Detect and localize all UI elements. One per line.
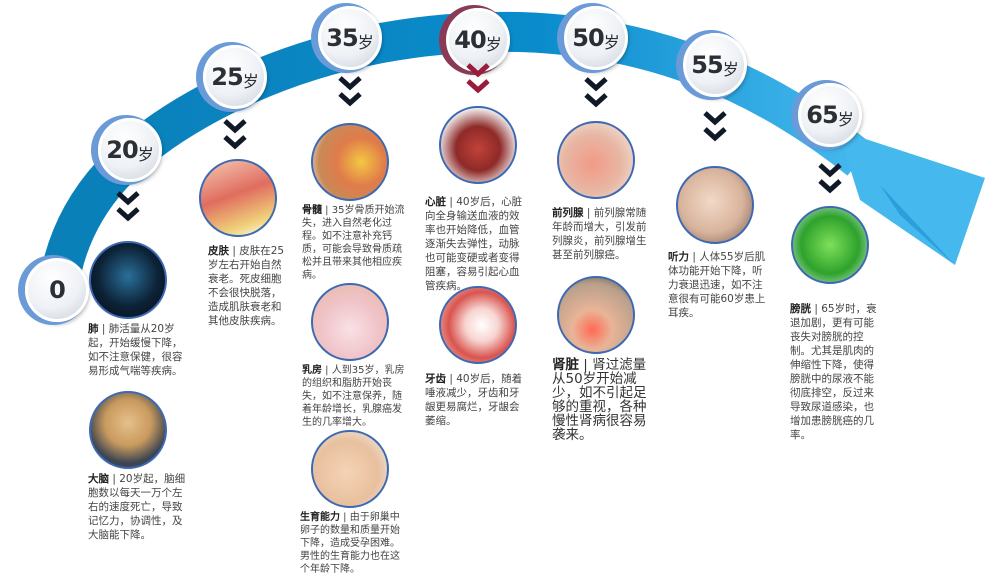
organ-title: 骨髓 (302, 205, 322, 216)
organ-title: 乳房 (302, 365, 322, 376)
bladder-description: 膀胱 | 65岁时，衰退加剧，更有可能丧失对膀胱的控制。尤其是肌肉的伸缩性下降，… (790, 302, 882, 442)
organ-title: 心脏 (425, 196, 446, 208)
organ-text: 前列腺常随年龄而增大，引发前列腺炎，前列腺增生甚至前列腺癌。 (552, 207, 647, 261)
organ-text: 肾过滤量从50岁开始减少，如不引起足够的重视，各种慢性肾病很容易袭来。 (552, 357, 647, 443)
age-unit: 岁 (242, 72, 259, 91)
brain-description: 大脑 | 20岁起，脑细胞数以每天一万个左右的速度死亡，导致记忆力，协调性，及大… (88, 472, 188, 542)
prostate-image (557, 121, 635, 199)
separator: | (98, 323, 109, 335)
age-value: 0 (49, 276, 66, 304)
organ-text: 35岁骨质开始流失，进入自然老化过程。如不注意补充钙质，可能会导致骨质疏松并且带… (302, 205, 405, 281)
timeline-arrowhead-shade (880, 185, 955, 265)
organ-title: 大脑 (88, 473, 109, 485)
age-badge-0: 0 (25, 258, 89, 322)
separator: | (446, 373, 457, 385)
organ-text: 65岁时，衰退加剧，更有可能丧失对膀胱的控制。尤其是肌肉的伸缩性下降，使得膀胱中… (790, 303, 877, 441)
age-value: 55 (691, 51, 723, 79)
skin-image (199, 159, 277, 237)
separator: | (689, 251, 700, 263)
separator: | (583, 207, 594, 219)
kidney-image (557, 276, 635, 354)
bladder-image (791, 206, 869, 284)
organ-text: 皮肤在25岁左右开始自然衰老。死皮细胞不会很快脱落，造成肌肤衰老和其他皮肤疾病。 (208, 245, 285, 327)
age-unit: 岁 (837, 110, 854, 129)
timeline-arrowhead (838, 130, 985, 265)
organ-title: 前列腺 (552, 207, 584, 219)
bone-image (311, 123, 389, 201)
organ-text: 20岁起，脑细胞数以每天一万个左右的速度死亡，导致记忆力，协调性，及大脑能下降。 (88, 473, 186, 541)
bone-description: 骨髓 | 35岁骨质开始流失，进入自然老化过程。如不注意补充钙质，可能会导致骨质… (302, 204, 406, 282)
chevron-down-icon (703, 110, 727, 144)
chevron-down-icon (223, 118, 247, 152)
organ-text: 人体55岁后肌体功能开始下降，听力衰退迅速，如不注意很有可能60岁患上耳疾。 (668, 251, 766, 319)
organ-title: 肺 (88, 323, 99, 335)
organ-title: 听力 (668, 251, 689, 263)
age-value: 65 (806, 101, 838, 129)
lung-image (89, 241, 167, 319)
hearing-image (676, 166, 754, 244)
skin-description: 皮肤 | 皮肤在25岁左右开始自然衰老。死皮细胞不会很快脱落，造成肌肤衰老和其他… (208, 244, 290, 328)
organ-title: 皮肤 (208, 245, 229, 257)
chevron-down-icon (116, 190, 140, 224)
age-value: 50 (572, 24, 604, 52)
heart-description: 心脏 | 40岁后，心脏向全身输送血液的效率也开始降低，血管逐渐失去弹性，动脉也… (425, 195, 529, 293)
breast-image (311, 283, 389, 361)
age-unit: 岁 (137, 145, 154, 164)
kidney-description: 肾脏 | 肾过滤量从50岁开始减少，如不引起足够的重视，各种慢性肾病很容易袭来。 (552, 358, 652, 442)
separator: | (811, 303, 822, 315)
organ-text: 40岁后，心脏向全身输送血液的效率也开始降低，血管逐渐失去弹性，动脉也可能变硬或… (425, 196, 523, 292)
age-unit: 岁 (603, 33, 620, 52)
separator: | (109, 473, 120, 485)
heart-image (439, 106, 517, 184)
organ-title: 生育能力 (300, 512, 340, 523)
organ-title: 膀胱 (790, 303, 811, 315)
chevron-down-icon (584, 76, 608, 110)
teeth-image (439, 286, 517, 364)
age-unit: 岁 (485, 35, 502, 54)
age-value: 25 (211, 63, 243, 91)
lung-description: 肺 | 肺活量从20岁起，开始缓慢下降，如不注意保健，很容易形成气喘等疾病。 (88, 322, 188, 378)
separator: | (340, 512, 350, 523)
separator: | (446, 196, 457, 208)
organ-text: 40岁后，随着唾液减少，牙齿和牙龈更易腐烂，牙龈会萎缩。 (425, 373, 523, 427)
age-unit: 岁 (357, 33, 374, 52)
organ-text: 肺活量从20岁起，开始缓慢下降，如不注意保健，很容易形成气喘等疾病。 (88, 323, 183, 377)
fertility-image (311, 430, 389, 508)
organ-text: 人到35岁，乳房的组织和脂肪开始丧失，如不注意保养，随着年龄增长，乳腺癌发生的几… (302, 365, 405, 428)
hearing-description: 听力 | 人体55岁后肌体功能开始下降，听力衰退迅速，如不注意很有可能60岁患上… (668, 250, 768, 320)
age-unit: 岁 (722, 60, 739, 79)
organ-title: 牙齿 (425, 373, 446, 385)
chevron-down-icon (338, 75, 362, 109)
brain-image (89, 391, 167, 469)
teeth-description: 牙齿 | 40岁后，随着唾液减少，牙齿和牙龈更易腐烂，牙龈会萎缩。 (425, 372, 529, 428)
organ-title: 肾脏 (552, 357, 579, 373)
age-value: 20 (106, 136, 138, 164)
chevron-down-icon (818, 162, 842, 196)
fertility-description: 生育能力 | 由于卵巢中卵子的数量和质量开始下降，造成受孕困难。男性的生育能力也… (300, 511, 406, 576)
chevron-down-icon (466, 62, 490, 96)
separator: | (579, 357, 593, 373)
organ-text: 由于卵巢中卵子的数量和质量开始下降，造成受孕困难。男性的生育能力也在这个年龄下降… (300, 512, 400, 575)
separator: | (322, 205, 332, 216)
age-value: 35 (326, 24, 358, 52)
breast-description: 乳房 | 人到35岁，乳房的组织和脂肪开始丧失，如不注意保养，随着年龄增长，乳腺… (302, 364, 406, 429)
separator: | (229, 245, 240, 257)
prostate-description: 前列腺 | 前列腺常随年龄而增大，引发前列腺炎，前列腺增生甚至前列腺癌。 (552, 206, 652, 262)
age-value: 40 (454, 26, 486, 54)
separator: | (322, 365, 332, 376)
